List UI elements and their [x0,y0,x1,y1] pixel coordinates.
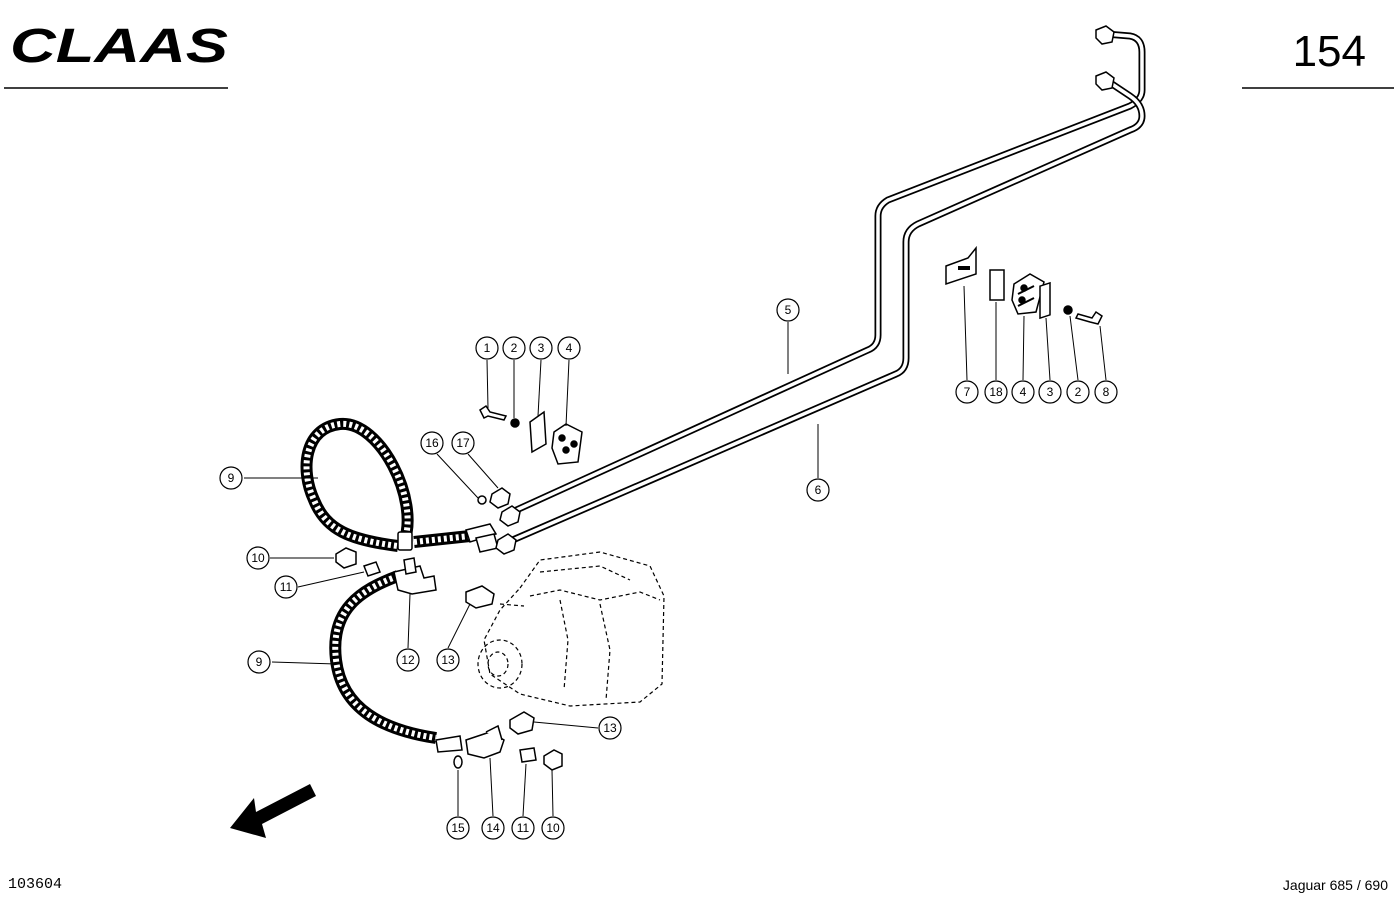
hose-9-upper [300,417,471,552]
hose-fittings [335,487,563,771]
callout-4: 4 [557,336,581,360]
callout-1: 1 [475,336,499,360]
callout-14-label: 14 [486,821,500,835]
union-11-upper [363,561,381,577]
callout-10-lower: 10 [541,816,565,840]
callout-2-label: 2 [511,341,518,355]
callout-3: 3 [529,336,553,360]
pipe-5 [510,30,1146,516]
callout-17: 17 [451,431,475,455]
callout-13-upper-label: 13 [441,653,455,667]
callout-11-lower: 11 [511,816,535,840]
callout-16: 16 [420,431,444,455]
bolt-8 [1074,310,1103,325]
washer-2-left [510,418,520,428]
callout-12-label: 12 [401,653,415,667]
callout-10-upper: 10 [246,546,270,570]
callout-10-lower-label: 10 [546,821,560,835]
o-ring-15 [453,755,463,769]
callout-5: 5 [776,298,800,322]
callout-18: 18 [984,380,1008,404]
callout-7-label: 7 [964,385,971,399]
union-11-lower [519,747,537,763]
callout-8-label: 8 [1103,385,1110,399]
bolt-1 [479,404,508,421]
callout-6: 6 [806,478,830,502]
clip-3-right [1039,281,1051,320]
o-ring-16 [477,495,487,505]
callout-4-right: 4 [1011,380,1035,404]
callout-13-upper: 13 [436,648,460,672]
callout-2-right-label: 2 [1075,385,1082,399]
model-label: Jaguar 685 / 690 [1283,877,1388,893]
callout-5-label: 5 [785,303,792,317]
bracket-group-right [945,245,1103,325]
callout-11-upper: 11 [274,575,298,599]
callout-9-upper: 9 [219,466,243,490]
callout-10-upper-label: 10 [251,551,265,565]
direction-arrow-icon [230,784,316,838]
callout-3-label: 3 [538,341,545,355]
callout-13-lower-label: 13 [603,721,617,735]
drawing-number: 103604 [8,876,62,893]
callout-11-upper-label: 11 [280,580,293,594]
adapter-13-upper [465,585,495,609]
callout-9-lower: 9 [247,650,271,674]
callout-11-lower-label: 11 [517,821,530,835]
callout-8: 8 [1094,380,1118,404]
callout-15-label: 15 [451,821,465,835]
callout-2-right: 2 [1066,380,1090,404]
hose-9-lower [329,570,437,744]
tee-12 [393,565,437,595]
nut-10-upper [335,547,357,569]
bracket-group-left [479,404,583,465]
callouts: 1 2 3 4 5 6 7 18 4 3 2 8 16 17 9 10 11 9… [219,298,1118,840]
callout-12: 12 [396,648,420,672]
callout-3-right: 3 [1038,380,1062,404]
nut-17 [489,487,511,509]
clip-3-left [529,410,547,454]
callout-7: 7 [955,380,979,404]
callout-18-label: 18 [989,385,1003,399]
callout-14: 14 [481,816,505,840]
washer-2-right [1063,305,1073,315]
callout-4-label: 4 [566,341,573,355]
callout-15: 15 [446,816,470,840]
callout-2: 2 [502,336,526,360]
pipe-end-fittings-top [1095,25,1115,91]
callout-17-label: 17 [456,436,470,450]
claas-logo: CLAAS [10,20,228,73]
callout-6-label: 6 [815,483,822,497]
clamp-4-right [1011,273,1045,315]
callout-16-label: 16 [425,436,439,450]
pipe-6 [506,77,1146,546]
callout-3-right-label: 3 [1047,385,1054,399]
nut-10-lower [543,749,563,771]
hydraulic-pump-outline [477,551,665,707]
callout-13-lower: 13 [598,716,622,740]
page-number: 154 [1293,27,1366,76]
callout-9-lower-label: 9 [256,655,263,669]
callout-9-upper-label: 9 [228,471,235,485]
callout-4-right-label: 4 [1020,385,1027,399]
adapter-13-lower [509,711,535,735]
callout-1-label: 1 [484,341,491,355]
plate-18 [989,269,1005,301]
leader-lines [244,285,1107,817]
